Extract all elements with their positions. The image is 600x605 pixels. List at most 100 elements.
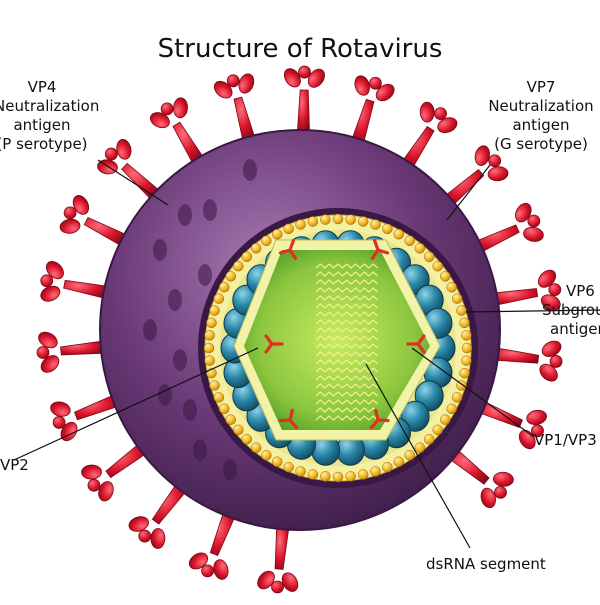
- vp7-bead: [296, 466, 306, 476]
- vp7-bead: [433, 261, 443, 271]
- spike-tip: [369, 77, 381, 89]
- vp7-bead: [440, 415, 450, 425]
- vp7-bead: [251, 243, 261, 253]
- shell-pore: [153, 239, 167, 261]
- label-vp4-line4: (P serotype): [0, 135, 90, 154]
- vp7-bead: [462, 343, 472, 353]
- vp7-bead: [333, 472, 343, 482]
- vp7-bead: [440, 271, 450, 281]
- spike-tip: [41, 275, 53, 287]
- vp7-bead: [461, 330, 471, 340]
- vp7-bead: [394, 229, 404, 239]
- diagram-title: Structure of Rotavirus: [0, 34, 600, 64]
- spike-lobe: [525, 408, 547, 426]
- vp7-bead: [210, 380, 220, 390]
- spike: [281, 66, 328, 131]
- vp7-bead: [370, 220, 380, 230]
- spike: [352, 74, 397, 141]
- spike-stalk: [234, 97, 254, 138]
- label-vp6-line1: VP6: [540, 282, 600, 301]
- label-vp6-line3: antigen: [540, 320, 600, 339]
- vp7-bead: [261, 450, 271, 460]
- vp7-bead: [205, 330, 215, 340]
- shell-pore: [183, 399, 197, 421]
- spike-lobe: [212, 558, 230, 581]
- spike-lobe: [522, 226, 544, 243]
- spike-lobe: [115, 138, 133, 160]
- vp7-bead: [447, 404, 457, 414]
- vp7-bead: [405, 236, 415, 246]
- vp7-bead: [424, 434, 434, 444]
- vp7-bead: [242, 252, 252, 262]
- label-vp6: VP6 Subgroup antigen: [540, 282, 600, 339]
- vp7-bead: [460, 368, 470, 378]
- spike: [38, 258, 104, 304]
- vp7-bead: [219, 404, 229, 414]
- vp7-bead: [456, 306, 466, 316]
- spike-stalk: [210, 515, 234, 556]
- spike-lobe: [352, 74, 371, 97]
- spike: [127, 486, 184, 549]
- spike: [59, 193, 124, 245]
- shell-pore: [243, 159, 257, 181]
- label-vp6-line2: Subgroup: [540, 301, 600, 320]
- spike-stalk: [479, 225, 519, 251]
- vp7-bead: [226, 415, 236, 425]
- spike-tip: [495, 486, 507, 498]
- shell-pore: [178, 204, 192, 226]
- label-vp7-line1: VP7: [482, 78, 600, 97]
- spike-stalk: [498, 348, 539, 363]
- vp7-bead: [346, 215, 356, 225]
- spike-lobe: [487, 166, 508, 182]
- vp7-bead: [346, 471, 356, 481]
- spike-tip: [64, 207, 76, 219]
- shell-pore: [158, 384, 172, 406]
- spike-stalk: [152, 486, 184, 524]
- vp7-bead: [308, 216, 318, 226]
- spike-stalk: [404, 127, 434, 166]
- spike-lobe: [49, 400, 72, 418]
- spike-tip: [227, 75, 239, 87]
- spike: [452, 451, 514, 509]
- label-vp7-line4: (G serotype): [482, 135, 600, 154]
- spike: [479, 200, 545, 250]
- spike-tip: [88, 479, 100, 491]
- vp7-bead: [333, 214, 343, 224]
- vp7-bead: [433, 425, 443, 435]
- vp7-bead: [415, 243, 425, 253]
- spike: [186, 515, 234, 581]
- vp7-bead: [205, 356, 215, 366]
- spike-stalk: [84, 217, 124, 244]
- vp7-bead: [242, 434, 252, 444]
- spike-tip: [299, 66, 311, 78]
- spike-stalk: [122, 163, 158, 198]
- label-vp4-line2: Neutralization: [0, 97, 90, 116]
- vp7-bead: [405, 450, 415, 460]
- spike-tip: [489, 155, 501, 167]
- spike: [81, 446, 144, 503]
- vp7-bead: [204, 343, 214, 353]
- label-vp7-line2: Neutralization: [482, 97, 600, 116]
- shell-pore: [193, 439, 207, 461]
- vp7-bead: [461, 356, 471, 366]
- vp7-bead: [206, 318, 216, 328]
- vp7-bead: [214, 392, 224, 402]
- vp7-bead: [233, 425, 243, 435]
- spike-lobe: [151, 528, 166, 548]
- label-vp2: VP2: [0, 456, 29, 475]
- spike-stalk: [106, 446, 144, 478]
- vp7-bead: [308, 470, 318, 480]
- vp7-bead: [296, 220, 306, 230]
- spike-tip: [161, 103, 173, 115]
- spike-lobe: [173, 97, 188, 118]
- spike-stalk: [497, 289, 538, 305]
- spike-tip: [53, 416, 65, 428]
- spike: [97, 138, 158, 198]
- vp7-bead: [210, 306, 220, 316]
- shell-pore: [168, 289, 182, 311]
- vp7-bead: [284, 224, 294, 234]
- vp7-bead: [424, 252, 434, 262]
- label-vp7: VP7 Neutralization antigen (G serotype): [482, 78, 600, 154]
- vp7-bead: [370, 466, 380, 476]
